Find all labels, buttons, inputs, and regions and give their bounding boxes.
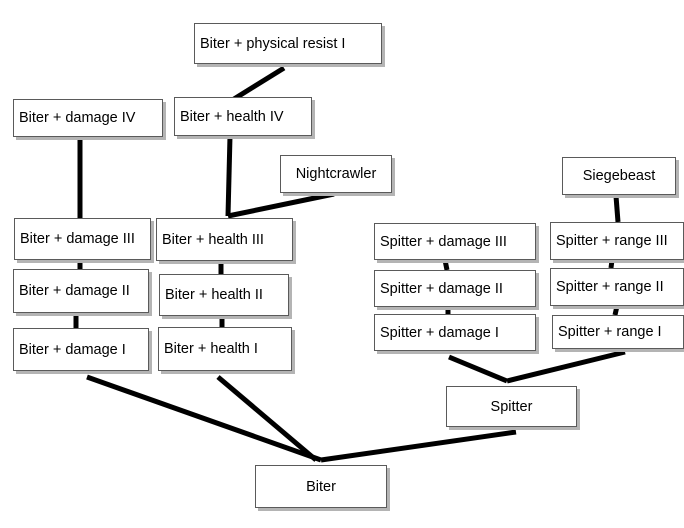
node-biter-damage-4: Biter + damage IV [13, 99, 163, 137]
node-spitter-damage-1: Spitter + damage I [374, 314, 536, 351]
edge-spitter-range-1-to-spitter-range-2 [612, 305, 620, 316]
edge-spitter-range-3-to-siegebeast [613, 195, 621, 223]
edge-biter-to-biter-damage-1 [86, 374, 322, 463]
node-biter-damage-3: Biter + damage III [14, 218, 151, 260]
edge-spitter-damage-2-to-spitter-damage-3 [442, 259, 450, 271]
edge-spitter-range-2-to-spitter-range-3 [608, 259, 615, 269]
node-biter: Biter [255, 465, 387, 508]
node-spitter-damage-3: Spitter + damage III [374, 223, 536, 260]
edge-biter-to-biter-health-1 [216, 375, 318, 462]
node-biter-damage-1: Biter + damage I [13, 328, 149, 371]
node-biter-physical-resist-1: Biter + physical resist I [194, 23, 382, 64]
node-biter-damage-2: Biter + damage II [13, 269, 149, 313]
node-spitter-range-2: Spitter + range II [550, 268, 684, 306]
edge-spitter-to-spitter-range-1 [506, 349, 626, 384]
node-siegebeast: Siegebeast [562, 157, 676, 195]
edge-biter-health-4-to-biter-physical-resist-1 [232, 65, 286, 102]
node-spitter-range-1: Spitter + range I [552, 315, 684, 349]
edge-biter-health-3-to-biter-health-4 [225, 135, 233, 217]
node-biter-health-1: Biter + health I [158, 327, 292, 371]
edge-biter-to-spitter [320, 429, 517, 463]
node-biter-health-4: Biter + health IV [174, 97, 312, 136]
node-spitter-damage-2: Spitter + damage II [374, 270, 536, 307]
node-biter-health-2: Biter + health II [159, 274, 289, 316]
edge-biter-health-3-to-nightcrawler [227, 191, 335, 219]
edge-spitter-to-spitter-damage-1 [448, 354, 508, 384]
node-spitter-range-3: Spitter + range III [550, 222, 684, 260]
node-nightcrawler: Nightcrawler [280, 155, 392, 193]
node-biter-health-3: Biter + health III [156, 218, 293, 261]
node-spitter: Spitter [446, 386, 577, 427]
